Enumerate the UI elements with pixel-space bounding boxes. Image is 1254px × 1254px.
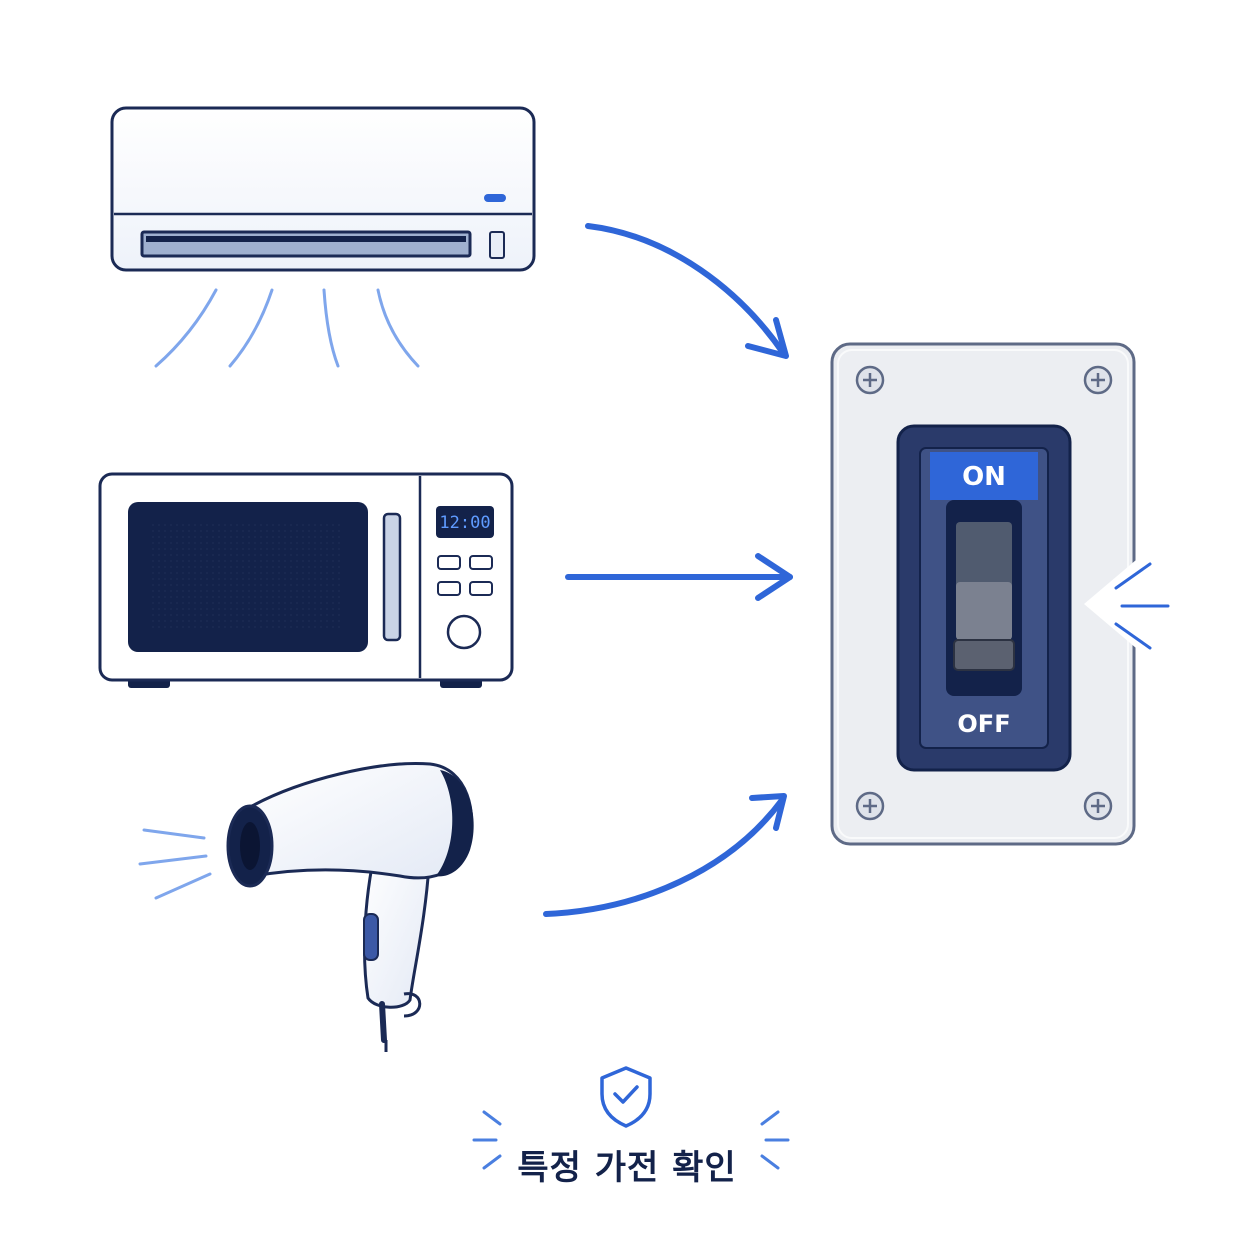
air-conditioner-icon <box>110 106 536 368</box>
ac-indicator-light <box>484 194 506 202</box>
arrow-ac-to-breaker <box>585 223 789 359</box>
shield-check-icon <box>600 1066 652 1128</box>
breaker-on-label: ON <box>962 462 1006 492</box>
screw-icon <box>855 791 885 821</box>
caption-sparks-right <box>760 1110 790 1170</box>
arrow-dryer-to-breaker <box>543 793 787 917</box>
caption-text: 특정 가전 확인 <box>517 1148 737 1188</box>
microwave-button <box>469 581 493 596</box>
breaker-off-label: OFF <box>957 710 1010 738</box>
caption-sparks-left <box>472 1110 502 1170</box>
microwave-button <box>437 581 461 596</box>
microwave-time-readout: 12:00 <box>439 513 490 533</box>
airflow-lines <box>154 288 420 368</box>
air-blast-lines <box>138 828 212 900</box>
arrow-microwave-to-breaker <box>565 553 793 601</box>
breaker-toggle <box>946 500 1022 696</box>
hair-dryer-icon <box>138 762 474 1052</box>
on-label-bg <box>930 452 1038 500</box>
microwave-button <box>469 555 493 570</box>
click-burst-lines <box>1114 562 1170 650</box>
microwave-dial <box>446 614 482 650</box>
screw-icon <box>1083 365 1113 395</box>
circuit-breaker-panel: ON OFF <box>830 342 1170 846</box>
microwave-display <box>436 506 494 538</box>
microwave-icon: 12:00 <box>98 472 514 688</box>
screw-icon <box>855 365 885 395</box>
microwave-button <box>437 555 461 570</box>
screw-icon <box>1083 791 1113 821</box>
